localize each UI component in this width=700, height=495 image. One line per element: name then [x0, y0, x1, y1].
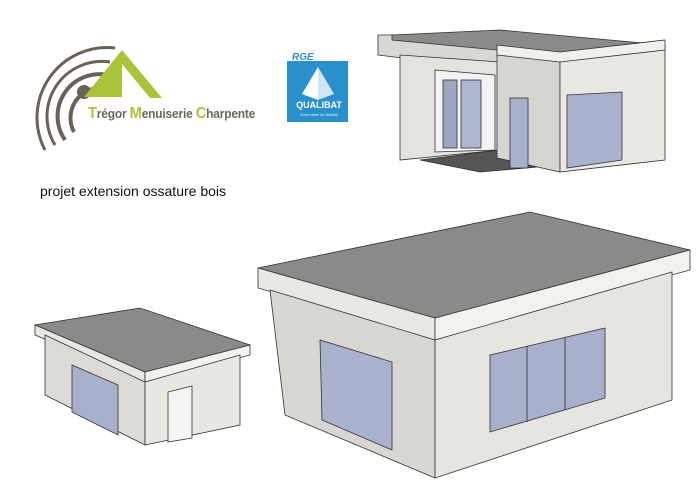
- logo-cap-m: M: [129, 105, 142, 122]
- logo-rings: [35, 46, 116, 151]
- company-name: Trégor Menuiserie Charpente: [88, 105, 255, 123]
- extension-view-small-left: [33, 307, 252, 446]
- logo-word-2: enuiserie: [141, 106, 196, 121]
- qualibat-tagline: Votre label de fiabilité: [299, 112, 339, 117]
- logo-word-3: harpente: [206, 106, 256, 121]
- extension-view-top-right: [377, 29, 666, 173]
- project-title: projet extension ossature bois: [40, 183, 226, 199]
- rge-label: RGE: [292, 52, 314, 63]
- extension-view-large-front: [257, 211, 691, 479]
- logo-cap-c: C: [195, 105, 207, 122]
- logo-word-1: régor: [96, 106, 130, 121]
- logo-cap-t: T: [88, 105, 97, 122]
- qualibat-label: QUALIBAT: [296, 100, 342, 110]
